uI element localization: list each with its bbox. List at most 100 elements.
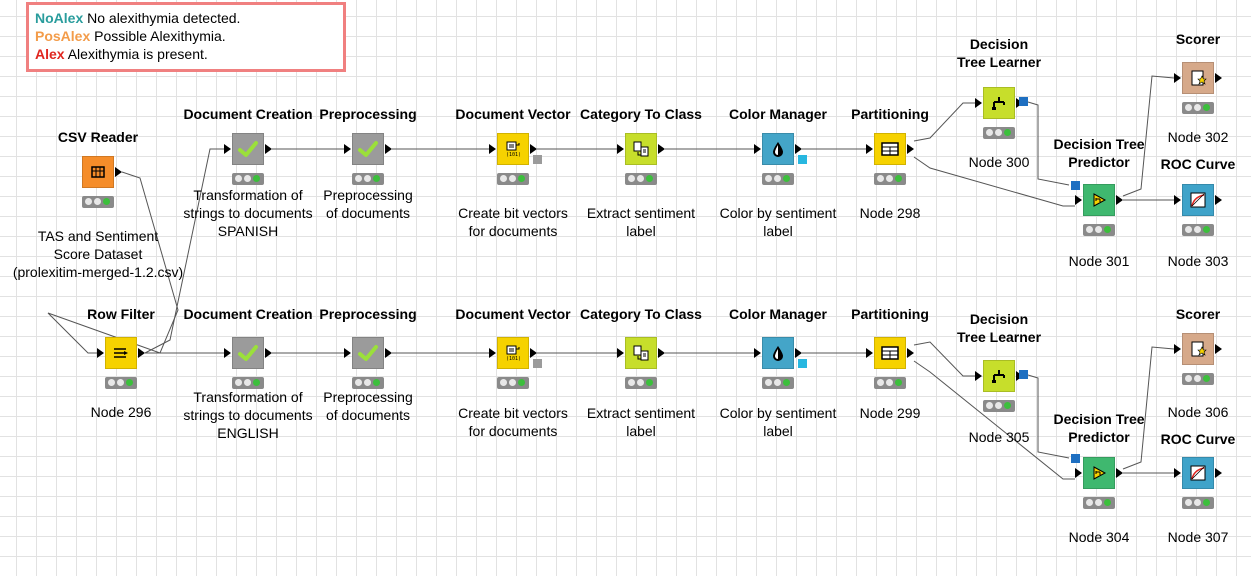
output-port[interactable] xyxy=(530,348,537,358)
node-title[interactable]: ROC Curve xyxy=(1160,156,1236,172)
node-cat-to-class-en[interactable] xyxy=(625,337,657,369)
input-port[interactable] xyxy=(1075,195,1082,205)
node-partition-es[interactable] xyxy=(874,133,906,165)
node-csv-reader[interactable] xyxy=(82,156,114,188)
input-port[interactable] xyxy=(975,371,982,381)
output-port[interactable] xyxy=(115,167,122,177)
model-port[interactable] xyxy=(1019,97,1028,106)
output-port[interactable] xyxy=(1215,73,1222,83)
node-title[interactable]: Preprocessing xyxy=(319,306,417,322)
output-port[interactable] xyxy=(530,144,537,154)
node-title[interactable]: ROC Curve xyxy=(1160,431,1236,447)
node-label[interactable]: Color by sentiment label xyxy=(719,205,837,239)
node-label[interactable]: Create bit vectors for documents xyxy=(458,205,568,239)
output-port[interactable] xyxy=(1215,468,1222,478)
input-port[interactable] xyxy=(344,144,351,154)
output-port[interactable] xyxy=(1116,195,1123,205)
model-port[interactable] xyxy=(1019,370,1028,379)
node-color-mgr-es[interactable] xyxy=(762,133,794,165)
output-port[interactable] xyxy=(658,144,665,154)
node-label[interactable]: Preprocessing of documents xyxy=(323,389,413,423)
node-label[interactable]: Node 305 xyxy=(968,429,1030,445)
output-port[interactable] xyxy=(385,348,392,358)
node-title[interactable]: Preprocessing xyxy=(319,106,417,122)
input-port[interactable] xyxy=(754,348,761,358)
node-label[interactable]: Node 304 xyxy=(1068,529,1130,545)
node-title[interactable]: Document Vector xyxy=(455,106,571,122)
model-port[interactable] xyxy=(1071,454,1080,463)
node-title[interactable]: CSV Reader xyxy=(57,129,139,145)
node-label[interactable]: Node 298 xyxy=(859,205,921,221)
node-partition-en[interactable] xyxy=(874,337,906,369)
node-label[interactable]: Node 303 xyxy=(1167,253,1229,269)
input-port[interactable] xyxy=(489,348,496,358)
node-title[interactable]: Partitioning xyxy=(851,306,929,322)
output-port[interactable] xyxy=(265,348,272,358)
output-port[interactable] xyxy=(1116,468,1123,478)
node-color-mgr-en[interactable] xyxy=(762,337,794,369)
model-port[interactable] xyxy=(533,155,542,164)
node-dt-learner-es[interactable] xyxy=(983,87,1015,119)
input-port[interactable] xyxy=(1075,468,1082,478)
output-port[interactable] xyxy=(795,348,802,358)
node-title[interactable]: Document Creation xyxy=(183,106,313,122)
input-port[interactable] xyxy=(866,144,873,154)
node-title[interactable]: Category To Class xyxy=(580,106,702,122)
input-port[interactable] xyxy=(617,348,624,358)
input-port[interactable] xyxy=(344,348,351,358)
output-port[interactable] xyxy=(907,348,914,358)
node-label[interactable]: Node 296 xyxy=(90,404,152,420)
node-dt-predictor-en[interactable] xyxy=(1083,457,1115,489)
node-title[interactable]: Decision Tree Learner xyxy=(956,311,1042,345)
node-label[interactable]: Extract sentiment label xyxy=(586,205,696,239)
node-doc-creation-en[interactable] xyxy=(232,337,264,369)
node-title[interactable]: Decision Tree Predictor xyxy=(1053,411,1145,445)
node-label[interactable]: Color by sentiment label xyxy=(719,405,837,439)
node-roc-es[interactable] xyxy=(1182,184,1214,216)
input-port[interactable] xyxy=(97,348,104,358)
output-port[interactable] xyxy=(385,144,392,154)
node-label[interactable]: Node 299 xyxy=(859,405,921,421)
node-scorer-es[interactable] xyxy=(1182,62,1214,94)
output-port[interactable] xyxy=(658,348,665,358)
node-dt-predictor-es[interactable] xyxy=(1083,184,1115,216)
output-port[interactable] xyxy=(907,144,914,154)
node-cat-to-class-es[interactable] xyxy=(625,133,657,165)
model-port[interactable] xyxy=(533,359,542,368)
node-title[interactable]: Color Manager xyxy=(728,306,828,322)
input-port[interactable] xyxy=(224,348,231,358)
node-label[interactable]: Node 302 xyxy=(1167,129,1229,145)
node-title[interactable]: Decision Tree Learner xyxy=(956,36,1042,70)
node-label[interactable]: Create bit vectors for documents xyxy=(458,405,568,439)
input-port[interactable] xyxy=(489,144,496,154)
output-port[interactable] xyxy=(265,144,272,154)
input-port[interactable] xyxy=(1174,468,1181,478)
node-label[interactable]: Extract sentiment label xyxy=(586,405,696,439)
node-title[interactable]: Color Manager xyxy=(728,106,828,122)
output-port[interactable] xyxy=(1215,195,1222,205)
output-port[interactable] xyxy=(138,348,145,358)
node-doc-vector-en[interactable]: (101) xyxy=(497,337,529,369)
node-preproc-es[interactable] xyxy=(352,133,384,165)
node-title[interactable]: Scorer xyxy=(1175,31,1221,47)
node-label[interactable]: Node 307 xyxy=(1167,529,1229,545)
node-label[interactable]: Preprocessing of documents xyxy=(323,187,413,221)
input-port[interactable] xyxy=(1174,344,1181,354)
node-label[interactable]: Transformation of strings to documents S… xyxy=(183,187,313,239)
node-label[interactable]: Node 306 xyxy=(1167,404,1229,420)
input-port[interactable] xyxy=(1174,195,1181,205)
node-title[interactable]: Scorer xyxy=(1175,306,1221,322)
node-roc-en[interactable] xyxy=(1182,457,1214,489)
node-row-filter[interactable] xyxy=(105,337,137,369)
node-label[interactable]: Node 300 xyxy=(968,154,1030,170)
input-port[interactable] xyxy=(224,144,231,154)
output-port[interactable] xyxy=(1215,344,1222,354)
input-port[interactable] xyxy=(754,144,761,154)
node-doc-vector-es[interactable]: (101) xyxy=(497,133,529,165)
input-port[interactable] xyxy=(866,348,873,358)
input-port[interactable] xyxy=(617,144,624,154)
input-port[interactable] xyxy=(975,98,982,108)
node-label[interactable]: Transformation of strings to documents E… xyxy=(183,389,313,441)
node-doc-creation-es[interactable] xyxy=(232,133,264,165)
node-title[interactable]: Row Filter xyxy=(87,306,155,322)
